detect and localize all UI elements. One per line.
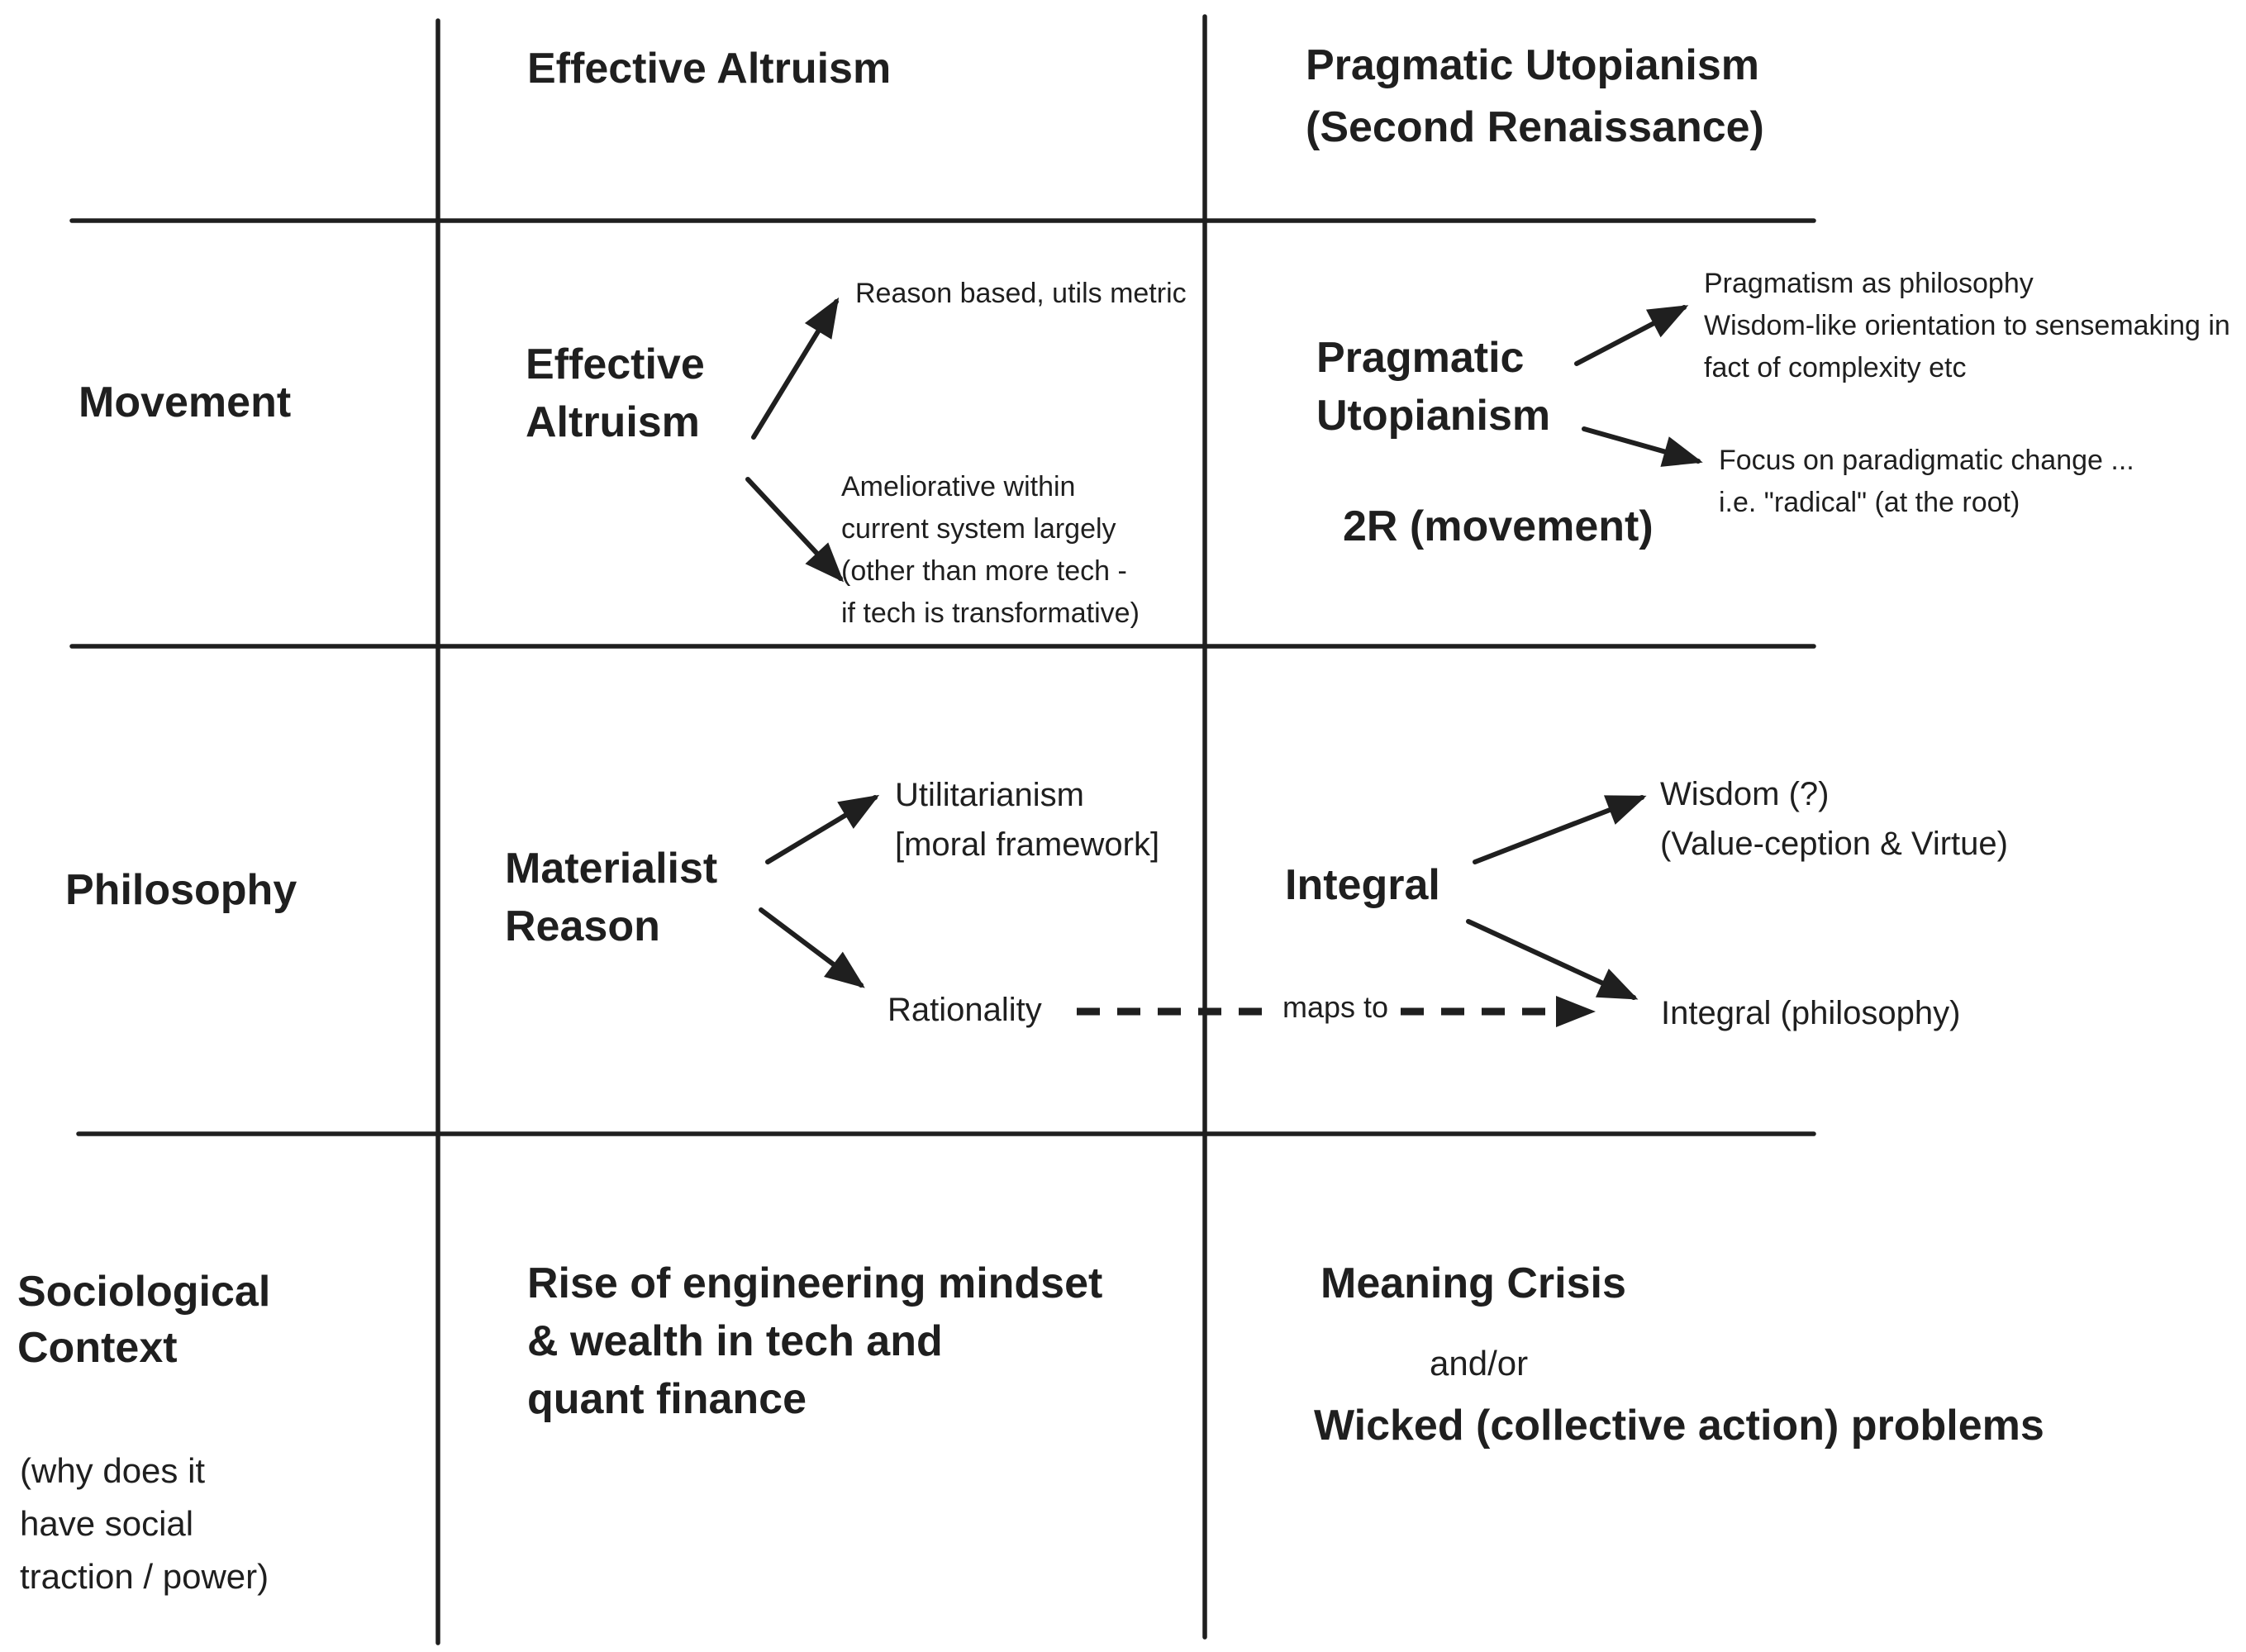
statement-meaning-crisis: Meaning Crisis: [1320, 1259, 1626, 1307]
arrow-integral-to-wisdom: [1473, 795, 1647, 864]
arrow-ea-to-ameliorative: [745, 477, 845, 583]
statement-wicked-problems: Wicked (collective action) problems: [1314, 1402, 2044, 1450]
row-header-movement: Movement: [79, 378, 292, 426]
arrow-mr-to-rationality: [759, 907, 865, 988]
annotation-reason-based: Reason based, utils metric: [855, 278, 1187, 309]
arrow-ea-to-reason-based: [751, 297, 840, 440]
statement-rise-of-engineering: Rise of engineering mindset & wealth in …: [527, 1259, 1103, 1424]
arrow-pu-to-pragmatism: [1574, 305, 1689, 366]
arrow-pu-to-focus: [1582, 426, 1703, 467]
node-integral: Integral: [1285, 861, 1440, 909]
row-header-sociological-context: Sociological Context: [17, 1268, 271, 1372]
annotation-wisdom: Wisdom (?) (Value-ception & Virtue): [1660, 776, 2008, 862]
column-header-pragmatic-utopianism: Pragmatic Utopianism (Second Renaissance…: [1306, 41, 1764, 152]
maps-to-label: maps to: [1271, 990, 1401, 1025]
branch-arrows: [745, 297, 1703, 1000]
row-header-philosophy: Philosophy: [65, 866, 297, 914]
annotation-utilitarianism: Utilitarianism [moral framework]: [895, 777, 1160, 863]
node-effective-altruism: Effective Altruism: [526, 340, 705, 447]
node-pragmatic-utopianism: Pragmatic Utopianism: [1316, 334, 1551, 440]
connector-and-or: and/or: [1430, 1344, 1529, 1383]
annotation-ameliorative: Ameliorative within current system large…: [841, 471, 1140, 629]
column-header-effective-altruism: Effective Altruism: [527, 45, 892, 93]
sociological-context-note: (why does it have social traction / powe…: [20, 1451, 269, 1596]
annotation-pragmatism-as-philosophy: Pragmatism as philosophy Wisdom-like ori…: [1704, 268, 2230, 383]
annotation-integral-philosophy: Integral (philosophy): [1661, 995, 1961, 1031]
annotation-rationality: Rationality: [887, 992, 1042, 1028]
node-materialist-reason: Materialist Reason: [505, 845, 718, 951]
arrow-integral-to-integral-philosophy: [1466, 919, 1639, 1000]
node-2r-movement: 2R (movement): [1343, 502, 1654, 550]
arrow-mr-to-utilitarianism: [765, 794, 880, 864]
table-grid: [69, 14, 1816, 1645]
annotation-focus-paradigmatic-change: Focus on paradigmatic change ... i.e. "r…: [1719, 445, 2134, 518]
